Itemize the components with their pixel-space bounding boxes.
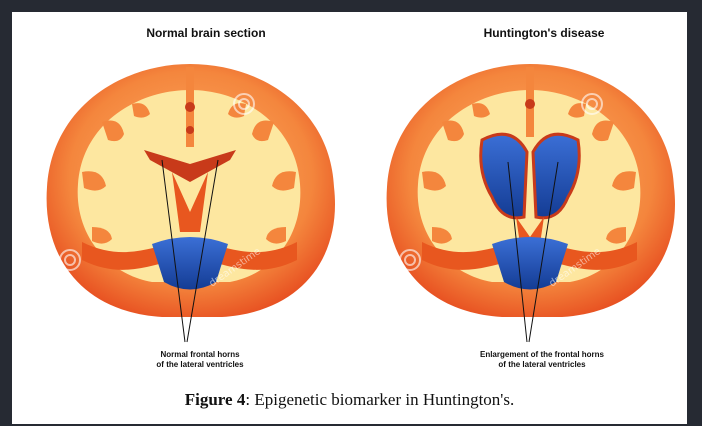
normal-annotation-line2: of the lateral ventricles [90,360,310,370]
huntington-brain [387,64,675,342]
huntington-annotation: Enlargement of the frontal horns of the … [432,350,652,370]
normal-brain [47,64,335,342]
normal-annotation-line1: Normal frontal horns [90,350,310,360]
huntington-annotation-line2: of the lateral ventricles [432,360,652,370]
figure-caption: Figure 4: Epigenetic biomarker in Huntin… [12,390,687,410]
huntington-annotation-line1: Enlargement of the frontal horns [432,350,652,360]
figure-frame: Normal brain section Huntington's diseas… [12,12,687,424]
normal-annotation: Normal frontal horns of the lateral vent… [90,350,310,370]
figure-caption-text: : Epigenetic biomarker in Huntington's. [245,390,514,409]
figure-label: Figure 4 [185,390,246,409]
